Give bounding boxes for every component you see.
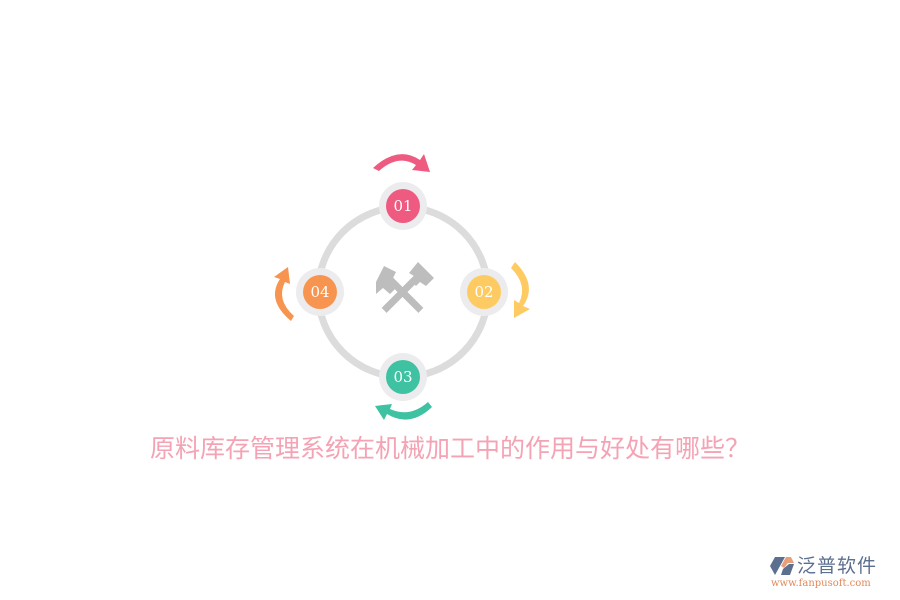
node-label: 01	[393, 197, 412, 215]
brand-logo[interactable]: 泛普软件 www.fanpusoft.com	[769, 554, 894, 596]
crossed-hammers-icon	[376, 262, 434, 313]
brand-name: 泛普软件	[797, 555, 878, 577]
page-title: 原料库存管理系统在机械加工中的作用与好处有哪些？	[149, 434, 750, 463]
clockwise-arrow-top-icon	[373, 154, 430, 172]
node-label: 02	[474, 283, 493, 301]
clockwise-arrow-right-icon	[511, 262, 530, 318]
step-node-03[interactable]: 03	[379, 353, 427, 401]
node-circle	[303, 275, 337, 309]
brand-url: www.fanpusoft.com	[771, 578, 871, 589]
node-circle	[386, 189, 420, 223]
node-circle	[386, 360, 420, 394]
step-node-04[interactable]: 04	[296, 268, 344, 316]
clockwise-arrow-bottom-icon	[375, 402, 432, 420]
node-label: 04	[310, 283, 329, 301]
node-circle	[467, 275, 501, 309]
node-label: 03	[393, 368, 412, 386]
step-node-01[interactable]: 01	[379, 182, 427, 230]
fanpu-logo-icon	[770, 557, 794, 575]
step-node-02[interactable]: 02	[460, 268, 508, 316]
clockwise-arrow-left-icon	[274, 267, 294, 321]
